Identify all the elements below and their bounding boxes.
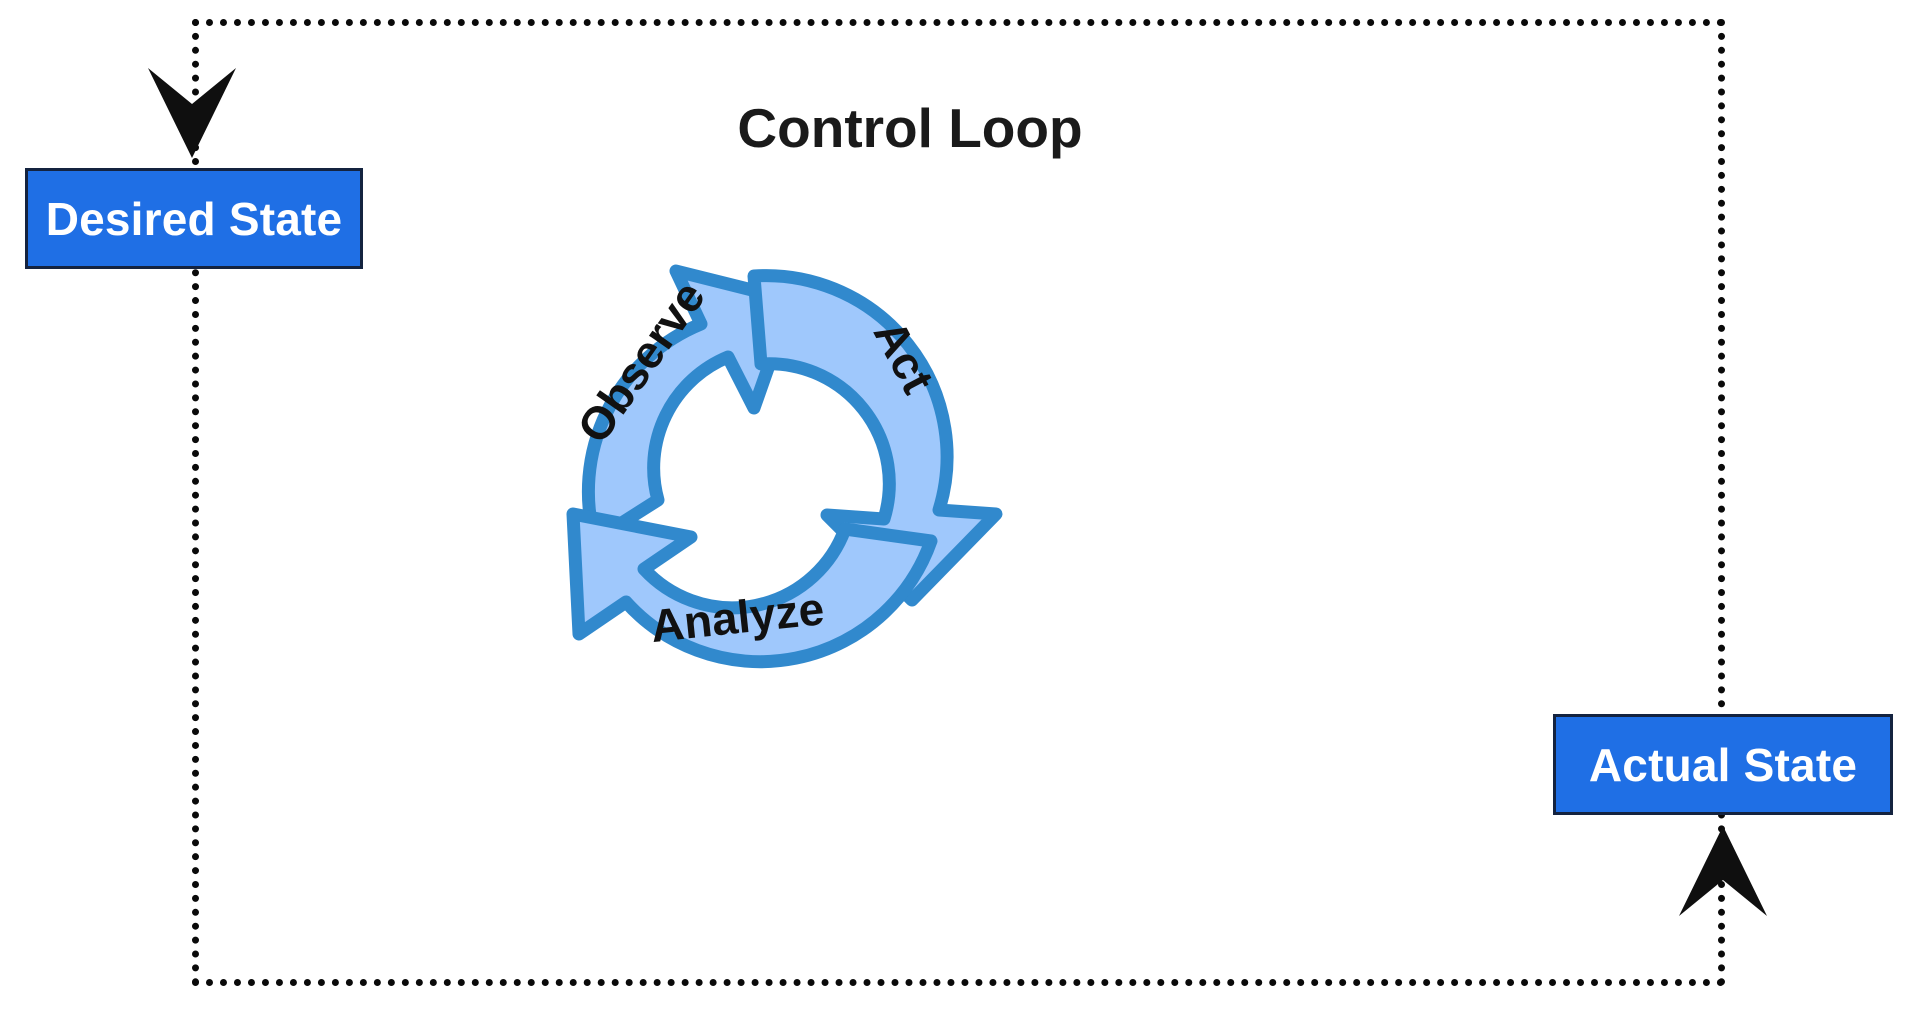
- control-loop-cycle: Observe Act Analyze: [536, 196, 1016, 696]
- analyze-arrow-segment: [566, 507, 938, 669]
- dashed-feedback-boundary: [192, 19, 1725, 986]
- desired-state-label: Desired State: [45, 192, 343, 245]
- arrow-up-to-actual-state: [1679, 826, 1767, 916]
- cycle-diagram-svg: Observe Act Analyze: [566, 264, 1003, 669]
- observe-arrow-segment: [581, 264, 799, 547]
- desired-state-node[interactable]: Desired State: [25, 168, 363, 269]
- actual-state-node[interactable]: Actual State: [1553, 714, 1893, 815]
- actual-state-label: Actual State: [1588, 738, 1858, 791]
- page-title: Control Loop: [737, 97, 1083, 159]
- act-arrow-segment: [747, 269, 1003, 607]
- arrow-down-to-desired-state: [148, 68, 236, 158]
